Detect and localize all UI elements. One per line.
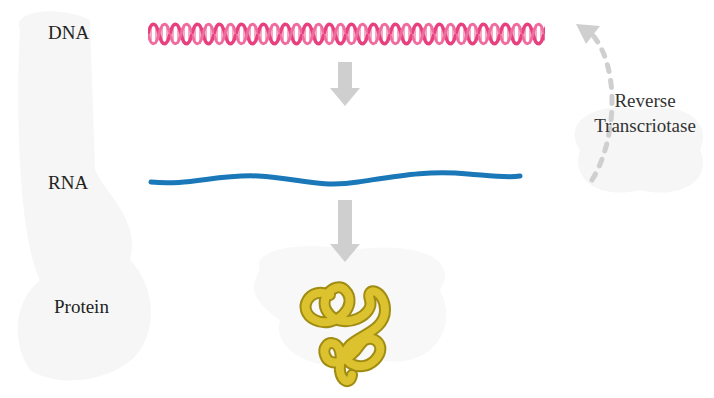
background-cloud [18, 11, 151, 380]
molecule-node: DNA [40, 16, 560, 52]
protein-coil [290, 275, 410, 392]
molecule-node: RNA [40, 158, 530, 194]
flow-arrow [330, 200, 360, 262]
molecule-label: Protein [54, 296, 109, 318]
rna-strand [148, 164, 523, 190]
flow-arrow [330, 62, 360, 106]
molecule-node: Protein [40, 272, 420, 394]
dashed-arrow [576, 24, 612, 180]
enzyme-label: Reverse Transcriotase [578, 88, 712, 138]
molecule-label: RNA [48, 172, 88, 194]
molecule-label: DNA [48, 22, 89, 44]
dna-helix [148, 19, 545, 49]
